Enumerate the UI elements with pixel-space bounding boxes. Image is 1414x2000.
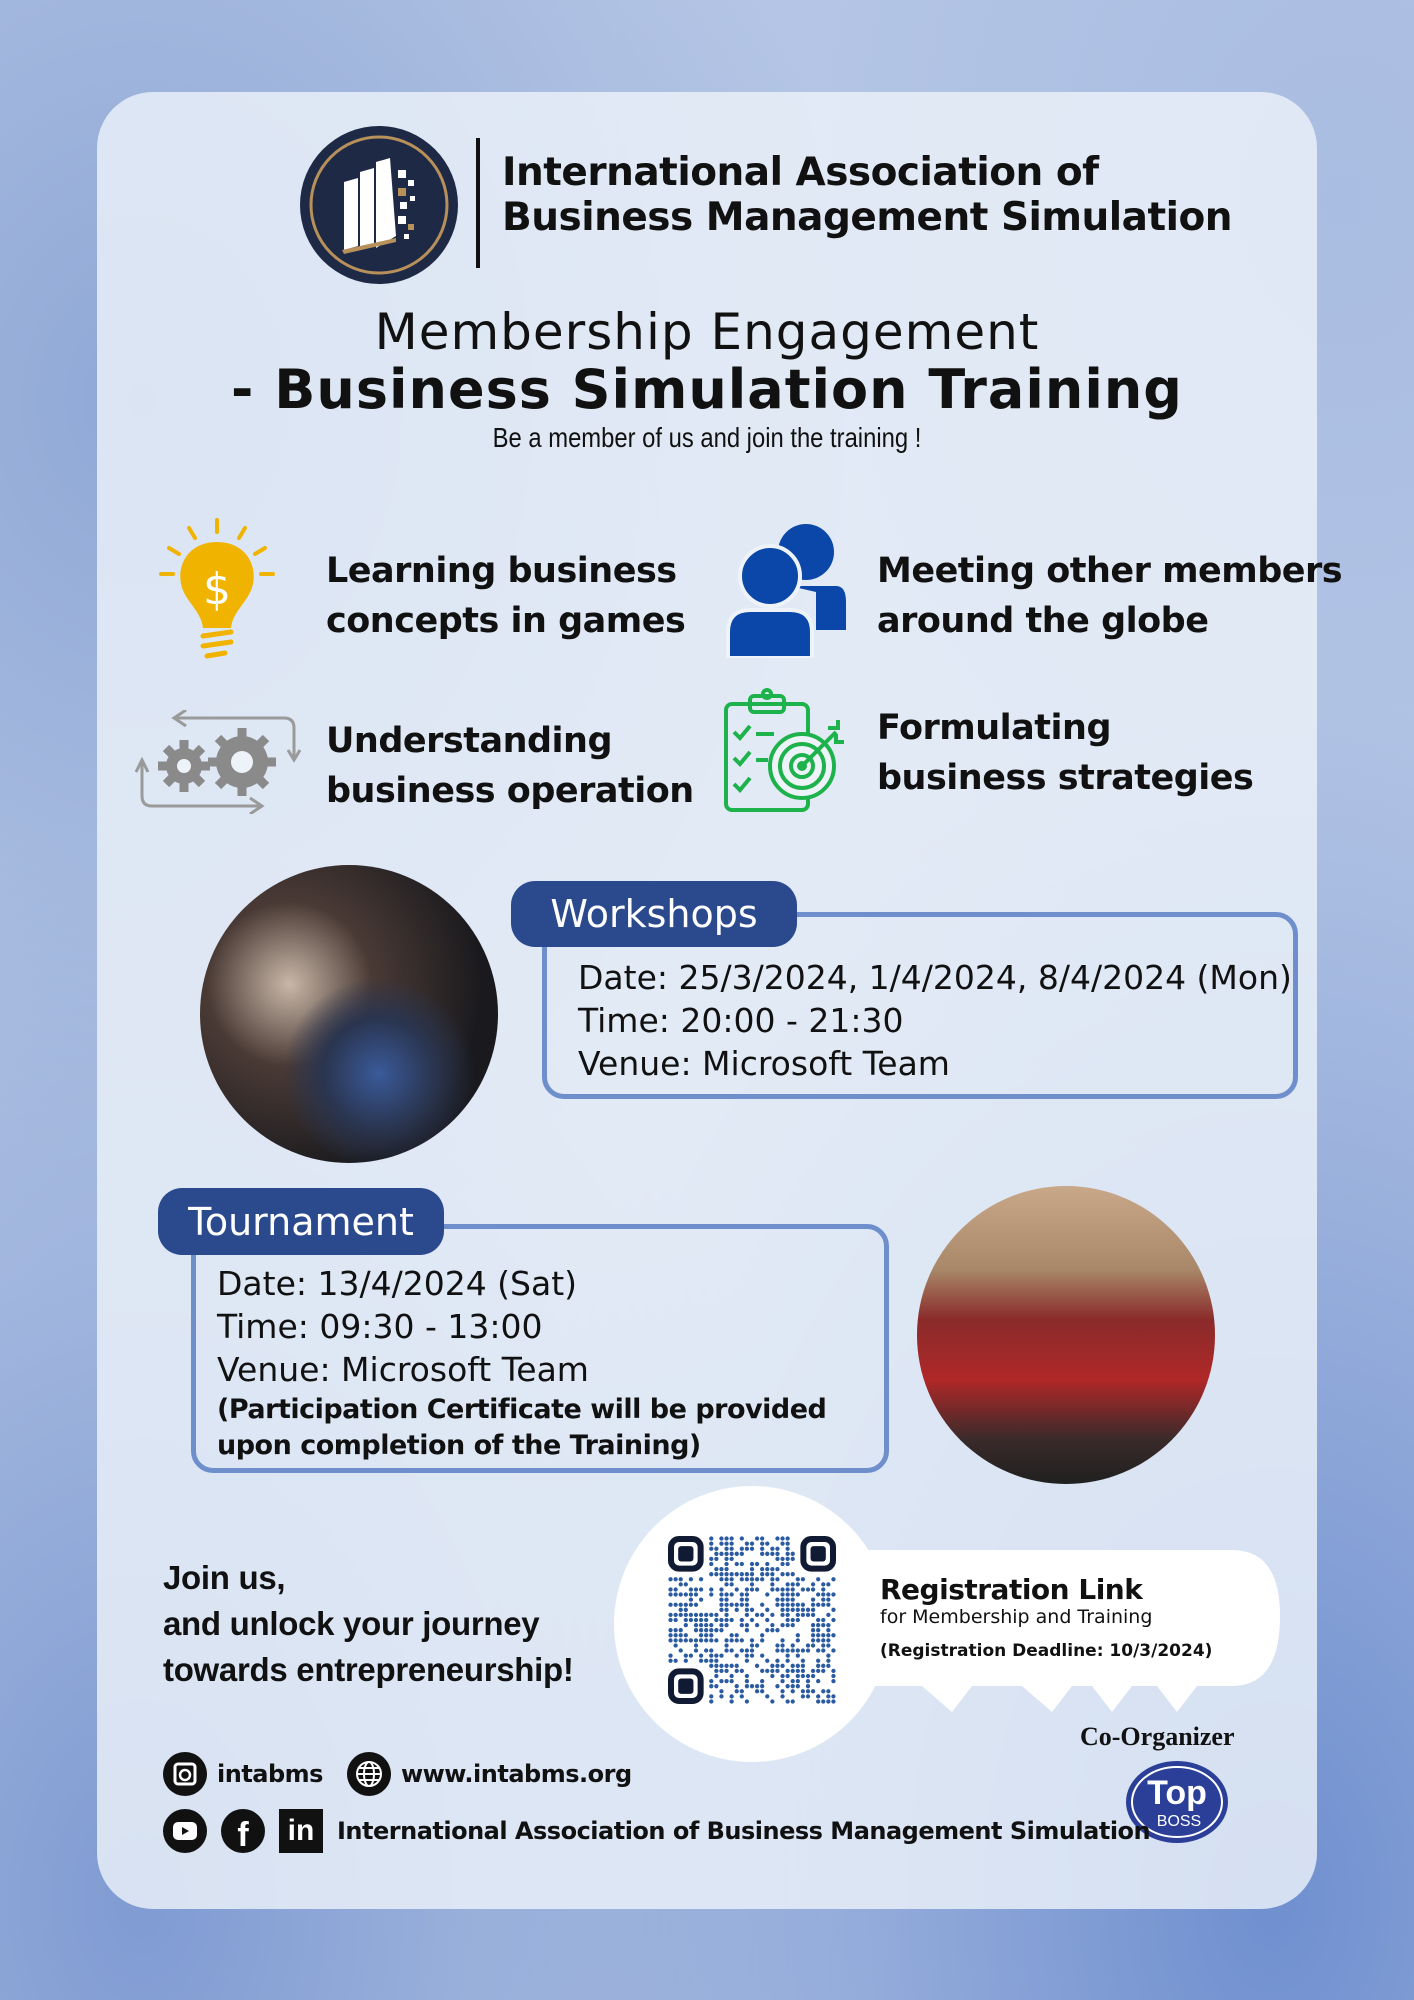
- feature-line: Formulating: [877, 708, 1112, 748]
- feature-learning: Learning business concepts in games: [326, 546, 686, 646]
- tournament-venue: Venue: Microsoft Team: [217, 1350, 589, 1389]
- title-line2: - Business Simulation Training: [231, 358, 1183, 421]
- tournament-details: Date: 13/4/2024 (Sat) Time: 09:30 - 13:0…: [217, 1262, 589, 1391]
- youtube-icon[interactable]: [163, 1809, 207, 1853]
- feature-understanding: Understanding business operation: [326, 716, 694, 816]
- title-line1: Membership Engagement: [374, 303, 1040, 361]
- feature-line: Learning business: [326, 551, 677, 591]
- join-line: Join us,: [163, 1559, 286, 1596]
- social-row-2: f in International Association of Busine…: [163, 1809, 1151, 1854]
- iabms-logo: [300, 126, 458, 284]
- checklist-target-icon: [724, 688, 844, 812]
- feature-line: business operation: [326, 771, 694, 811]
- workshops-date: Date: 25/3/2024, 1/4/2024, 8/4/2024 (Mon…: [578, 958, 1292, 997]
- instagram-icon[interactable]: [163, 1752, 207, 1796]
- workshops-tab: Workshops: [511, 881, 797, 947]
- facebook-icon[interactable]: f: [221, 1809, 265, 1854]
- join-line: and unlock your journey: [163, 1605, 540, 1642]
- note-line: (Participation Certificate will be provi…: [217, 1394, 827, 1425]
- tournament-tab: Tournament: [158, 1188, 444, 1255]
- tournament-time: Time: 09:30 - 13:00: [217, 1307, 543, 1346]
- top-boss-logo: Top BOSS: [1126, 1761, 1228, 1843]
- join-line: towards entrepreneurship!: [163, 1651, 574, 1688]
- workshop-photo: [200, 865, 498, 1163]
- registration-link-title[interactable]: Registration Link: [880, 1573, 1143, 1606]
- instagram-handle[interactable]: intabms: [217, 1760, 323, 1788]
- subtitle: Be a member of us and join the training …: [492, 422, 922, 453]
- tournament-date: Date: 13/4/2024 (Sat): [217, 1264, 578, 1303]
- gears-cycle-icon: [134, 710, 302, 814]
- svg-text:Top: Top: [1147, 1774, 1207, 1812]
- svg-text:$: $: [203, 564, 231, 615]
- workshops-details: Date: 25/3/2024, 1/4/2024, 8/4/2024 (Mon…: [578, 956, 1292, 1085]
- join-message: Join us, and unlock your journey towards…: [163, 1555, 574, 1693]
- org-name-line1: International Association of: [502, 150, 1099, 195]
- feature-line: business strategies: [877, 758, 1254, 798]
- registration-subtitle: for Membership and Training: [880, 1606, 1153, 1628]
- feature-meeting: Meeting other members around the globe: [877, 546, 1343, 646]
- tournament-box: [191, 1224, 889, 1473]
- globe-icon[interactable]: [346, 1752, 391, 1796]
- social-page-name[interactable]: International Association of Business Ma…: [337, 1817, 1151, 1845]
- feature-line: concepts in games: [326, 601, 686, 641]
- feature-formulating: Formulating business strategies: [877, 703, 1254, 803]
- linkedin-icon[interactable]: in: [279, 1809, 323, 1853]
- registration-qr-code[interactable]: [668, 1536, 836, 1705]
- social-row-1: intabms www.intabms.org: [163, 1752, 632, 1796]
- lightbulb-dollar-icon: $: [159, 518, 275, 659]
- note-line: upon completion of the Training): [217, 1430, 701, 1461]
- logo-divider: [476, 138, 480, 268]
- users-icon: [726, 524, 846, 658]
- registration-deadline: (Registration Deadline: 10/3/2024): [880, 1641, 1213, 1661]
- co-organizer-label: Co-Organizer: [1080, 1722, 1235, 1751]
- website-link[interactable]: www.intabms.org: [400, 1760, 632, 1788]
- feature-line: Understanding: [326, 721, 613, 761]
- svg-text:BOSS: BOSS: [1157, 1813, 1201, 1830]
- feature-line: around the globe: [877, 601, 1209, 641]
- certificate-note: (Participation Certificate will be provi…: [217, 1392, 827, 1464]
- workshops-venue: Venue: Microsoft Team: [578, 1044, 950, 1083]
- tournament-photo: [917, 1186, 1215, 1484]
- org-name-line2: Business Management Simulation: [502, 195, 1233, 240]
- feature-line: Meeting other members: [877, 551, 1343, 591]
- workshops-box: [542, 912, 1298, 1099]
- workshops-time: Time: 20:00 - 21:30: [578, 1001, 904, 1040]
